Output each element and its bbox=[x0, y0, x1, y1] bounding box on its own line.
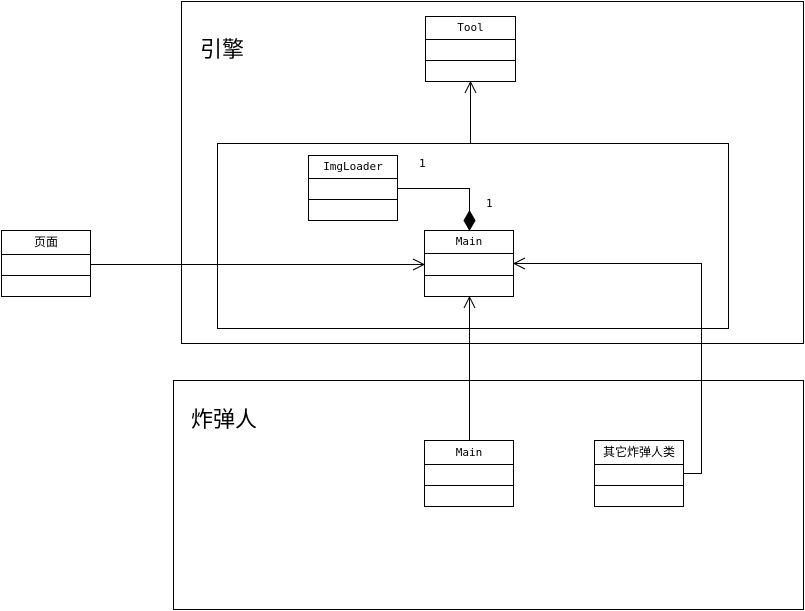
class-tool-name: Tool bbox=[457, 21, 484, 34]
class-imgloader[interactable]: ImgLoader bbox=[308, 155, 398, 221]
class-other-bomber[interactable]: 其它炸弹人类 bbox=[594, 440, 684, 507]
connector-other-bomber-to-main-line bbox=[514, 263, 702, 474]
class-other-bomber-name: 其它炸弹人类 bbox=[603, 444, 675, 459]
connector-bomber-main-to-engine-main bbox=[463, 295, 476, 441]
class-other-bomber-box bbox=[594, 440, 684, 507]
connector-page-to-main bbox=[90, 258, 426, 271]
composition-diamond-icon bbox=[463, 210, 476, 231]
engine-package-label: 引擎 bbox=[200, 38, 244, 63]
bomberman-package-label: 炸弹人 bbox=[191, 408, 257, 433]
connector-frame-to-tool bbox=[464, 80, 477, 144]
multiplicity-imgloader: 1 bbox=[419, 157, 426, 170]
connector-other-bomber-to-main-arrowhead bbox=[512, 257, 526, 270]
class-engine-main-name: Main bbox=[456, 235, 483, 248]
class-page-name: 页面 bbox=[34, 235, 58, 249]
class-page[interactable]: 页面 bbox=[1, 230, 91, 297]
class-bomber-main-box bbox=[424, 440, 514, 507]
connector-bomber-main-to-engine-main-arrowhead bbox=[463, 295, 476, 309]
class-tool[interactable]: Tool bbox=[425, 16, 516, 82]
connector-frame-to-tool-arrowhead bbox=[464, 80, 477, 94]
class-page-box bbox=[1, 230, 91, 297]
connector-imgloader-to-main: 1 1 bbox=[397, 157, 493, 231]
connector-imgloader-to-main-line bbox=[397, 188, 470, 211]
class-bomber-main[interactable]: Main bbox=[424, 440, 514, 507]
class-bomber-main-name: Main bbox=[456, 446, 483, 459]
class-imgloader-name: ImgLoader bbox=[323, 160, 383, 173]
connector-other-bomber-to-main bbox=[512, 257, 702, 474]
engine-package-frame bbox=[181, 1, 804, 344]
multiplicity-main: 1 bbox=[486, 197, 493, 210]
engine-inner-frame bbox=[217, 143, 729, 329]
bomberman-package-frame bbox=[173, 380, 804, 610]
connector-page-to-main-arrowhead bbox=[412, 258, 426, 271]
class-engine-main[interactable]: Main bbox=[424, 230, 514, 297]
class-tool-box bbox=[425, 16, 516, 82]
